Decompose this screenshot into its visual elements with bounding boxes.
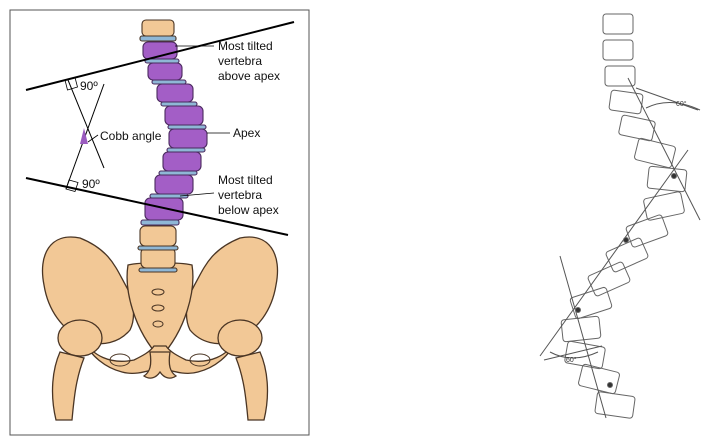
label-bottom-vertebra-3: below apex: [218, 203, 279, 217]
label-bottom-vertebra-1: Most tilted: [218, 173, 273, 187]
label-cobb-angle: Cobb angle: [100, 129, 162, 143]
label-apex: Apex: [233, 126, 260, 140]
apex-dot-bottom: [608, 383, 613, 388]
label-angle-upper: 60°: [676, 100, 687, 108]
label-90-top: 90º: [80, 79, 98, 93]
lumbar-vertebrae: [138, 226, 178, 272]
apex-dot-upper: [672, 174, 677, 179]
vertebra: [157, 84, 193, 102]
label-angle-lower: 60°: [566, 356, 577, 364]
label-top-vertebra-2: vertebra: [218, 54, 262, 68]
angle-arcs: [550, 102, 700, 358]
vertebra: [163, 152, 201, 171]
vertebra: [155, 175, 193, 194]
apex-dot-lower: [576, 308, 581, 313]
label-90-bottom: 90º: [82, 177, 100, 191]
vertebra: [165, 106, 203, 125]
upper-vertebrae: [140, 20, 176, 41]
right-radiograph-sketch: 60° 60°: [540, 14, 700, 419]
apex-dot-middle: [624, 238, 629, 243]
left-illustration-panel: Most tilted vertebra above apex Apex Mos…: [10, 10, 309, 435]
label-top-vertebra-1: Most tilted: [218, 39, 273, 53]
label-bottom-vertebra-2: vertebra: [218, 188, 262, 202]
apex-vertebra: [169, 129, 207, 148]
cobb-construction-lines: [540, 78, 700, 418]
vertebra: [148, 63, 182, 80]
label-top-vertebra-3: above apex: [218, 69, 280, 83]
